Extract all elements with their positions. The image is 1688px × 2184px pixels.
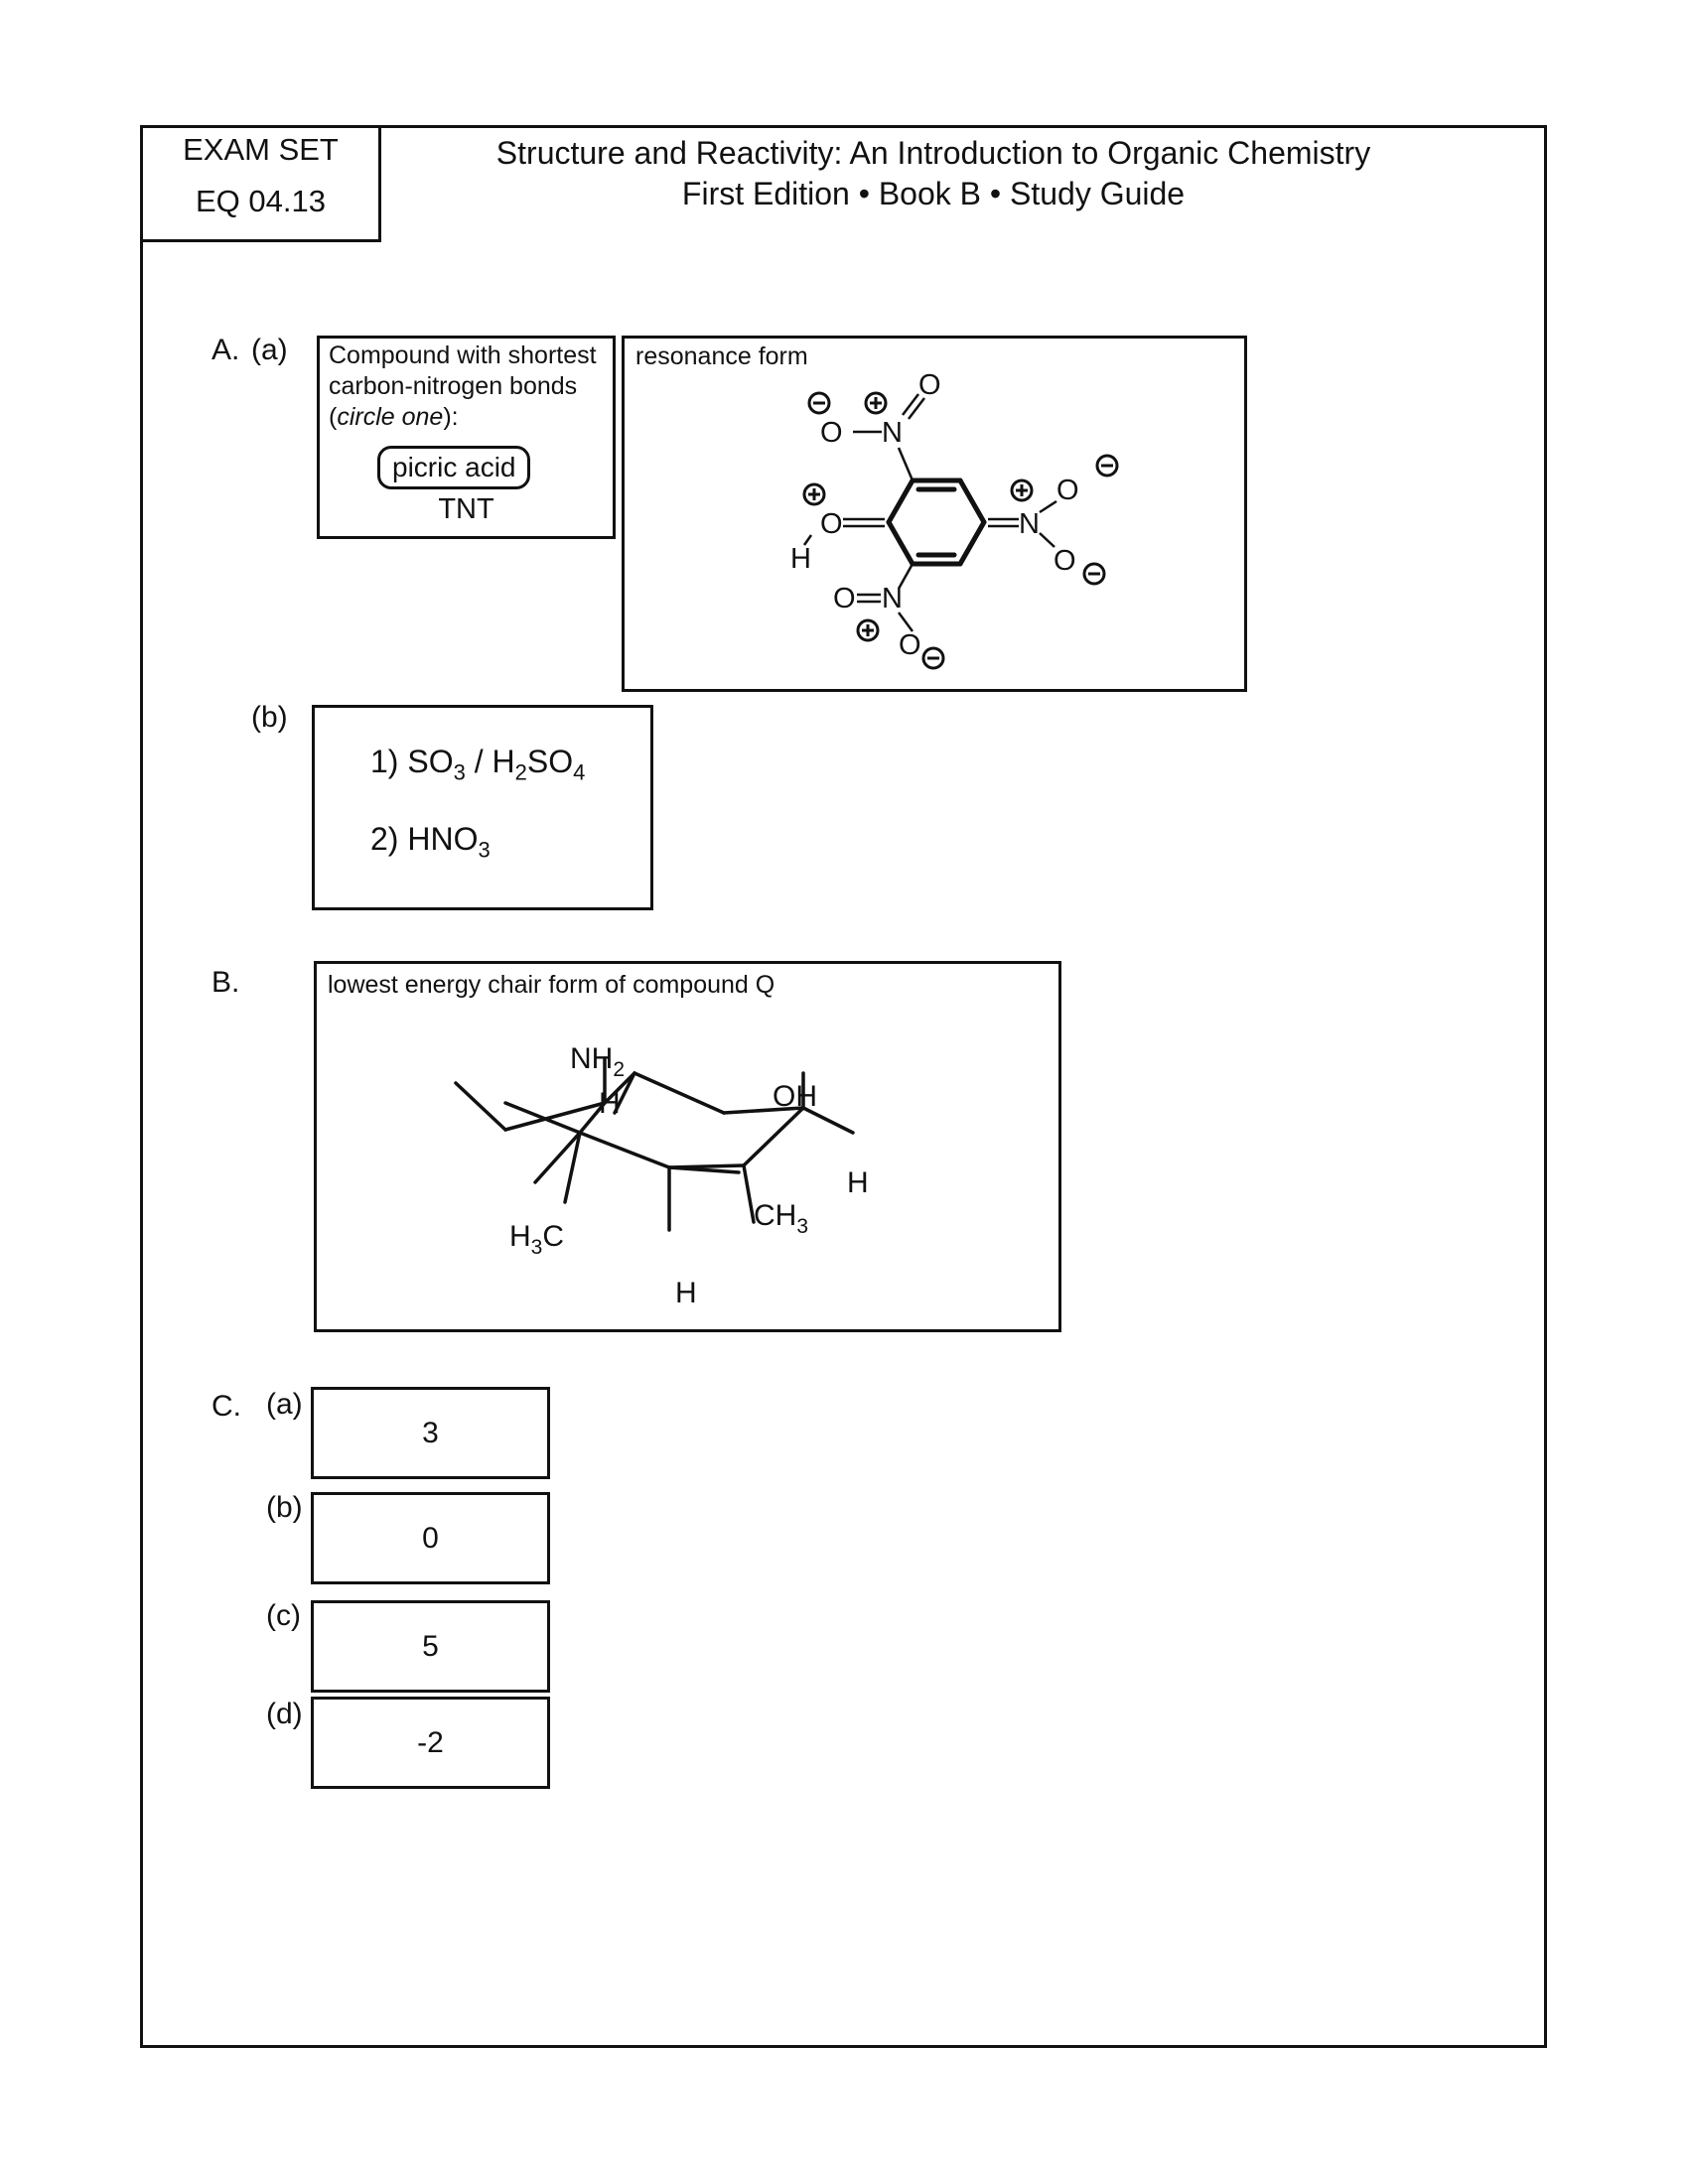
reagents-box: 1) SO3 / H2SO4 2) HNO3 xyxy=(312,705,653,910)
exam-set-tag: EXAM SET EQ 04.13 xyxy=(140,125,381,242)
chair-structure: NH2 H OH H CH3 H3C H xyxy=(454,1042,869,1309)
part-a-label: (a) xyxy=(251,334,288,366)
plus-charge-icon xyxy=(802,482,826,506)
minus-charge-icon xyxy=(1095,454,1119,478)
choice-tnt: TNT xyxy=(438,493,494,525)
circled-choice-picric-acid: picric acid xyxy=(377,446,531,489)
part-c-a-label: (a) xyxy=(266,1388,303,1421)
section-a-label: A. xyxy=(211,334,240,366)
page-frame xyxy=(140,125,1547,2048)
atom-n-bottom: N xyxy=(882,583,903,614)
prompt-line-2: carbon-nitrogen bonds xyxy=(329,372,578,400)
resonance-title: resonance form xyxy=(635,342,808,370)
reagent-step-2: 2) HNO3 xyxy=(370,821,491,863)
part-b-label: (b) xyxy=(251,701,288,734)
group-oh: OH xyxy=(773,1080,817,1113)
plus-charge-icon xyxy=(856,618,880,642)
atom-h-right: H xyxy=(847,1166,869,1199)
part-c-d-label: (d) xyxy=(266,1698,303,1730)
group-h3c: H3C xyxy=(509,1220,564,1259)
prompt-line-3: (circle one): xyxy=(329,403,459,431)
group-ch3: CH3 xyxy=(754,1199,808,1238)
header-subtitle: First Edition • Book B • Study Guide xyxy=(681,176,1186,211)
atom-o-phenol: O xyxy=(820,508,843,540)
chair-form-title: lowest energy chair form of compound Q xyxy=(328,971,775,999)
answer-box-c-d: -2 xyxy=(311,1697,550,1789)
exam-set-code: EQ 04.13 xyxy=(196,184,326,218)
resonance-structure: O N O O H N O O N O O xyxy=(790,369,1119,670)
atom-o-top-minus: O xyxy=(820,417,843,449)
answer-box-c-b: 0 xyxy=(311,1492,550,1584)
section-b-label: B. xyxy=(211,966,240,999)
resonance-form-box: resonance form xyxy=(622,336,1247,692)
atom-o-right-down: O xyxy=(1054,545,1076,577)
header-title: Structure and Reactivity: An Introductio… xyxy=(495,135,1371,171)
plus-charge-icon xyxy=(864,391,888,415)
group-nh2: NH2 xyxy=(570,1042,625,1081)
minus-charge-icon xyxy=(807,391,831,415)
minus-charge-icon xyxy=(1082,562,1106,586)
exam-set-label: EXAM SET xyxy=(183,132,339,167)
atom-o-bottom-minus: O xyxy=(899,629,921,661)
atom-o-right-up: O xyxy=(1056,475,1079,506)
answer-box-c-a: 3 xyxy=(311,1387,550,1479)
atom-o-bottom-double: O xyxy=(833,583,856,614)
part-c-b-label: (b) xyxy=(266,1491,303,1524)
section-c-label: C. xyxy=(211,1390,241,1423)
chair-form-box: lowest energy chair form of compound Q xyxy=(314,961,1061,1332)
plus-charge-icon xyxy=(1010,478,1034,502)
part-c-c-label: (c) xyxy=(266,1599,301,1632)
reagent-step-1: 1) SO3 / H2SO4 xyxy=(370,744,586,785)
atom-h-top: H xyxy=(599,1087,621,1120)
atom-n-top: N xyxy=(882,417,903,449)
minus-charge-icon xyxy=(921,646,945,670)
prompt-line-1: Compound with shortest xyxy=(329,341,597,369)
atom-h-phenol: H xyxy=(790,543,811,575)
atom-n-right: N xyxy=(1019,508,1040,540)
atom-h-bottom: H xyxy=(675,1277,697,1309)
answer-box-shortest-cn: Compound with shortest carbon-nitrogen b… xyxy=(317,336,616,539)
atom-o-top-double: O xyxy=(918,369,941,401)
answer-box-c-c: 5 xyxy=(311,1600,550,1693)
